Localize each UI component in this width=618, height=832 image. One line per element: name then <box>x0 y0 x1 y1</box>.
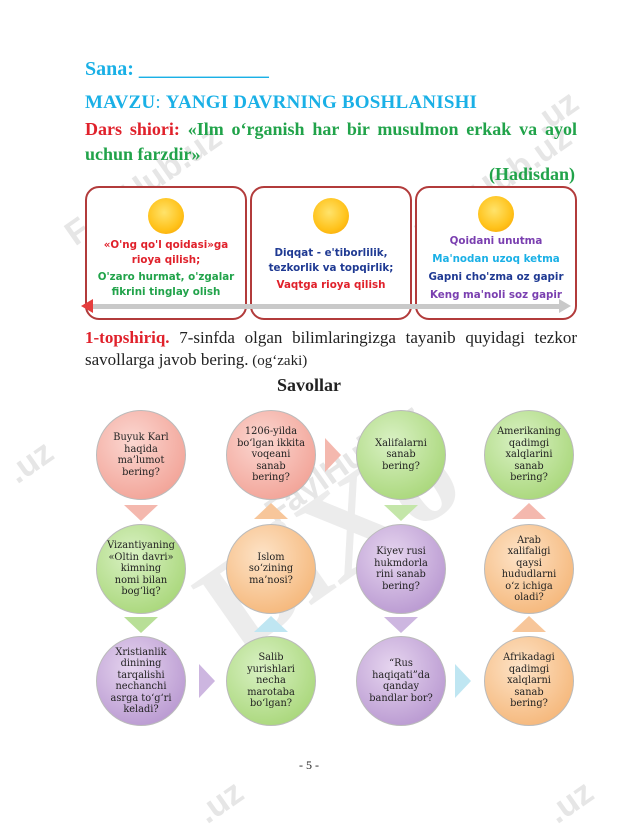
question-circle: Amerikaning qadimgi xalqlarini sanab ber… <box>484 410 574 500</box>
motto-text: «Ilm o‘rganish har bir musulmon erkak va… <box>85 119 577 164</box>
motto-label: Dars shiori: <box>85 119 180 139</box>
rule-item: Keng ma'noli soz gapir <box>429 289 563 301</box>
rule-item: Ma'nodan uzoq ketma <box>432 253 560 265</box>
arrow-right-icon <box>199 664 215 698</box>
arrow-right-icon <box>455 664 471 698</box>
date-line: Sana: _____________ <box>85 58 269 80</box>
arrow-up-icon <box>512 503 546 519</box>
rule-item: O'zaro hurmat, o'zgalar fikrini tinglay … <box>97 271 235 298</box>
sun-icon <box>142 192 190 240</box>
arrow-up-icon <box>512 616 546 632</box>
arrow-up-icon <box>254 616 288 632</box>
page-number: - 5 - <box>299 758 319 772</box>
task-paragraph: 1-topshiriq. 7-sinfda olgan bilimlaringi… <box>85 327 577 372</box>
rules-box-3: Qoidani unutma Ma'nodan uzoq ketma Gapni… <box>415 186 577 320</box>
topic-line: MAVZU: YANGI DAVRNING BOSHLANISHI <box>85 92 477 114</box>
watermark-short: .uz <box>540 772 601 832</box>
question-circle: Kiyev rusi hukmdorla rini sanab bering? <box>356 524 446 614</box>
rules-box-2: Diqqat - e'tiborlilik, tezkorlik va topq… <box>250 186 412 320</box>
topic-separator: : <box>155 92 166 113</box>
sun-icon <box>307 192 355 240</box>
task-text: 7-sinfda olgan bilimlaringizga tayanib q… <box>85 328 577 369</box>
rule-item: Gapni cho'zma oz gapir <box>428 271 564 283</box>
rule-item: Vaqtga rioya qilish <box>276 279 386 291</box>
sun-icon <box>472 190 520 238</box>
rules-box-1: «O'ng qo'l qoidasi»ga rioya qilish; O'za… <box>85 186 247 320</box>
question-circle: Afrikadagi qadimgi xalqlarni sanab berin… <box>484 636 574 726</box>
rule-item: «O'ng qo'l qoidasi»ga rioya qilish; <box>103 239 229 266</box>
watermark-short: .uz <box>190 772 251 832</box>
task-label: 1-topshiriq. <box>85 328 170 347</box>
arrow-down-icon <box>124 505 158 521</box>
question-circle: 1206-yilda bo‘lgan ikkita voqeani sanab … <box>226 410 316 500</box>
question-circle: Vizantiyaning «Oltin davri» kimning nomi… <box>96 524 186 614</box>
arrow-down-icon <box>384 505 418 521</box>
arrow-up-icon <box>254 503 288 519</box>
question-circle: “Rus haqiqati”da qanday bandlar bor? <box>356 636 446 726</box>
questions-title: Savollar <box>276 375 341 395</box>
double-arrow-icon <box>81 299 571 313</box>
question-circle: Xalifalarni sanab bering? <box>356 410 446 500</box>
question-circle: Buyuk Karl haqida ma’lumot bering? <box>96 410 186 500</box>
task-note: (og‘zaki) <box>248 353 308 369</box>
rule-item: Qoidani unutma <box>449 235 543 247</box>
arrow-down-icon <box>124 617 158 633</box>
motto-source: (Hadisdan) <box>488 164 575 184</box>
question-circle: Arab xalifaligi qaysi hududlarni o‘z ich… <box>484 524 574 614</box>
question-circle: Xristianlik dinining tarqalishi nechanch… <box>96 636 186 726</box>
lesson-motto: Dars shiori: «Ilm o‘rganish har bir musu… <box>85 117 577 167</box>
topic-label: MAVZU <box>85 92 156 113</box>
topic-title: YANGI DAVRNING BOSHLANISHI <box>165 92 478 113</box>
question-circle: Islom so‘zining ma’nosi? <box>226 524 316 614</box>
watermark-short: .uz <box>0 432 61 492</box>
rule-item: Diqqat - e'tiborlilik, tezkorlik va topq… <box>268 247 394 274</box>
question-circle: Salib yurishlari necha marotaba bo‘lgan? <box>226 636 316 726</box>
arrow-down-icon <box>384 617 418 633</box>
arrow-right-icon <box>325 438 341 472</box>
